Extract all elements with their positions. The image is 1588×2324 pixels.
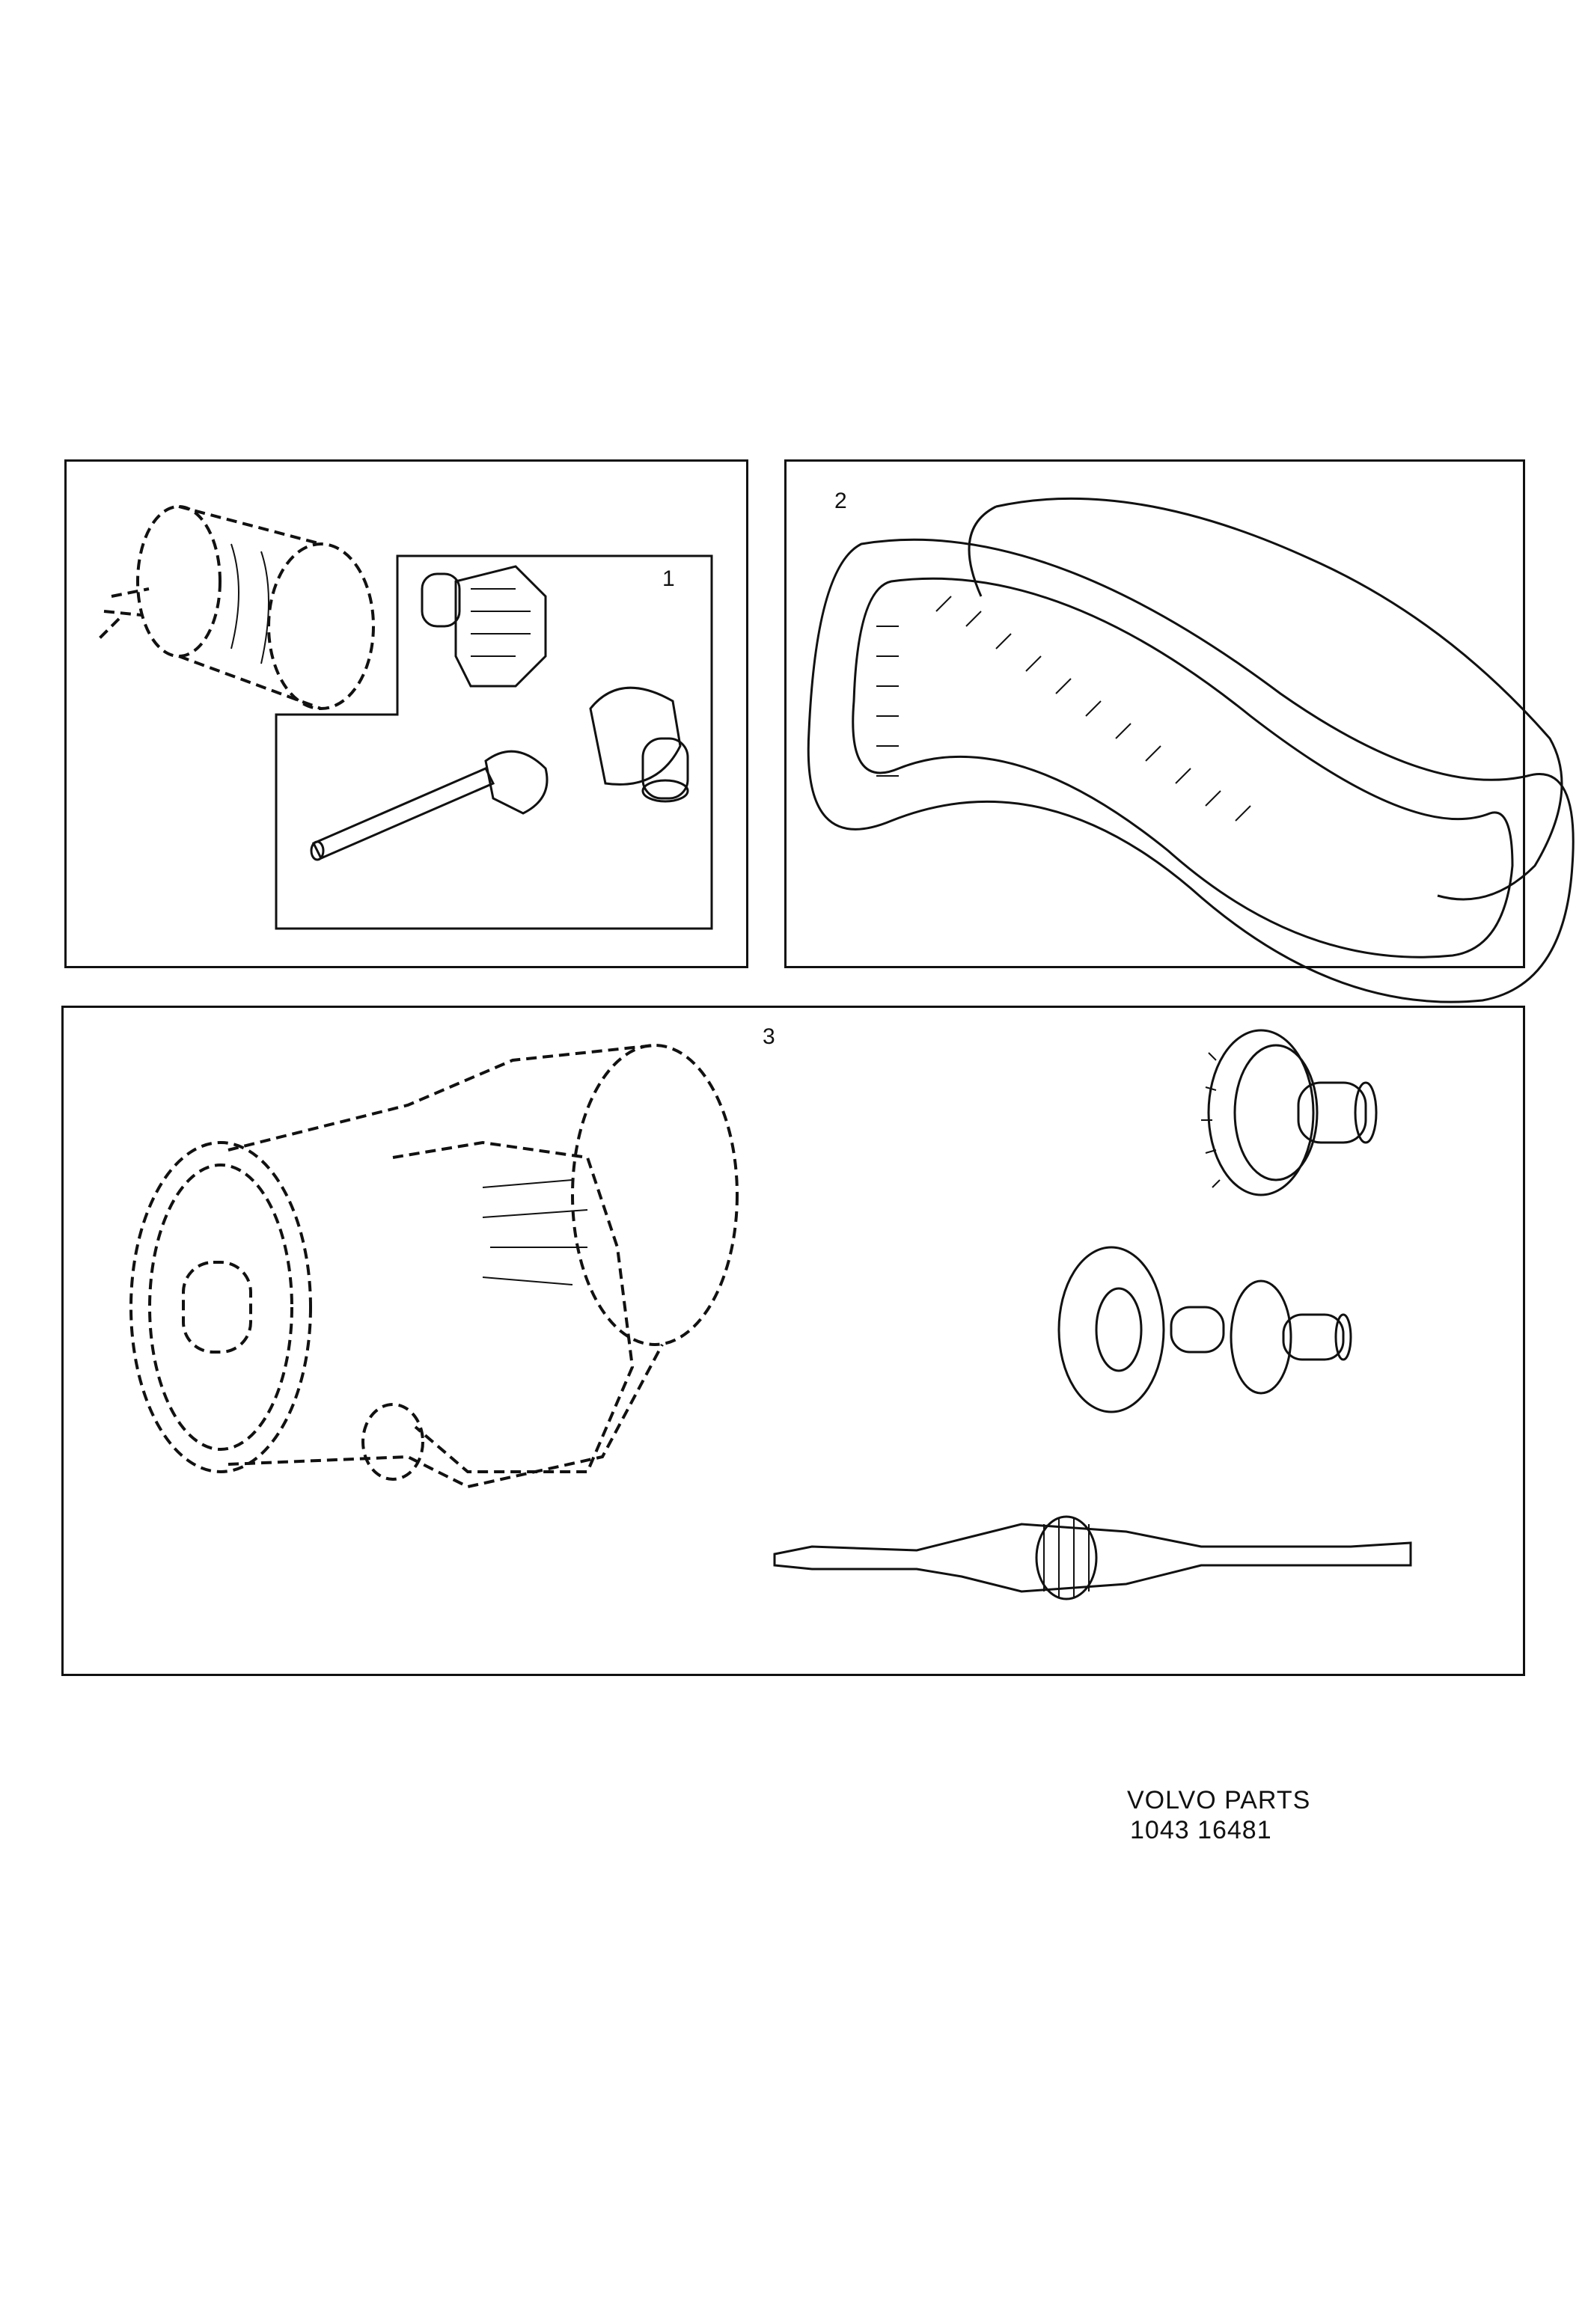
panel-1-differential-gears: 1 [64, 459, 748, 968]
panel-1-illustration [95, 505, 713, 930]
callout-number-1: 1 [662, 566, 675, 591]
parts-footer: VOLVO PARTS 1043 16481 [1127, 1785, 1310, 1845]
callout-number-2: 2 [834, 489, 847, 513]
panel-3-gearbox-gears: 3 [61, 1006, 1525, 1676]
panel-2-illustration [807, 497, 1575, 1003]
callout-number-3: 3 [763, 1024, 775, 1049]
brand-label: VOLVO PARTS [1127, 1786, 1311, 1814]
part-number: 1043 16481 [1130, 1816, 1272, 1844]
panel-2-drive-belt: 2 [784, 459, 1575, 1003]
panel-3-illustration [129, 1029, 1412, 1600]
